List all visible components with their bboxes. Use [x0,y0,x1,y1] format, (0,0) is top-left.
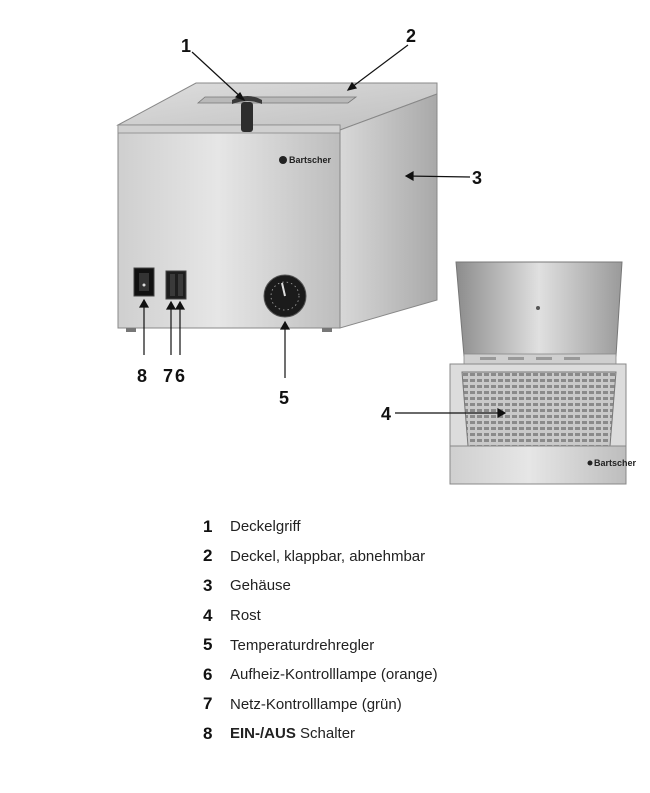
legend-item: 3 Gehäuse [203,571,603,601]
callout-1: 1 [181,36,191,56]
grate [461,371,617,447]
legend-label: Aufheiz-Kontrolllampe (orange) [230,666,438,684]
device-diagram: Bartscher [116,26,637,485]
legend-number: 6 [203,664,213,684]
legend-number: 5 [203,635,213,655]
callout-3: 3 [472,168,482,188]
callout-7: 7 [163,366,173,386]
housing-side [339,93,438,329]
legend-item: 4 Rost [203,601,603,631]
legend-label: EIN-/AUS Schalter [230,725,356,743]
brand-label-small: Bartscher [594,458,637,468]
legend-label: Gehäuse [230,577,291,595]
main-device: Bartscher [116,82,438,332]
legend-item: 8 EIN-/AUS Schalter [203,719,603,749]
lid-slot [196,96,358,104]
legend-number: 2 [203,546,213,566]
legend-item: 2 Deckel, klappbar, abnehmbar [203,542,603,572]
legend-item: 7 Netz-Kontrolllampe (grün) [203,690,603,720]
callout-8: 8 [137,366,147,386]
callout-6: 6 [175,366,185,386]
legend-number: 4 [203,605,213,625]
legend-number: 1 [203,516,213,536]
lid-lip [117,124,341,134]
legend-number: 8 [203,723,213,743]
legend-label: Netz-Kontrolllampe (grün) [230,695,402,713]
legend-label: Temperaturdrehregler [230,636,375,654]
temperature-knob [263,274,307,318]
open-device: Bartscher [449,261,637,485]
legend-item: 5 Temperaturdrehregler [203,630,603,660]
legend-label: Deckelgriff [230,518,301,536]
callout-2: 2 [406,26,416,46]
legend-label: Rost [230,607,261,625]
open-device-body [449,445,627,485]
brand-label: Bartscher [289,155,332,165]
parts-legend: 1 Deckelgriff 2 Deckel, klappbar, abnehm… [203,512,603,749]
callout-5: 5 [279,388,289,408]
legend-label: Deckel, klappbar, abnehmbar [230,547,426,565]
brand-logo-icon [279,156,287,164]
legend-item: 6 Aufheiz-Kontrolllampe (orange) [203,660,603,690]
callout-lines [138,44,507,419]
callout-4: 4 [381,404,391,424]
legend-number: 7 [203,694,213,714]
legend-number: 3 [203,575,213,595]
legend-item: 1 Deckelgriff [203,512,603,542]
